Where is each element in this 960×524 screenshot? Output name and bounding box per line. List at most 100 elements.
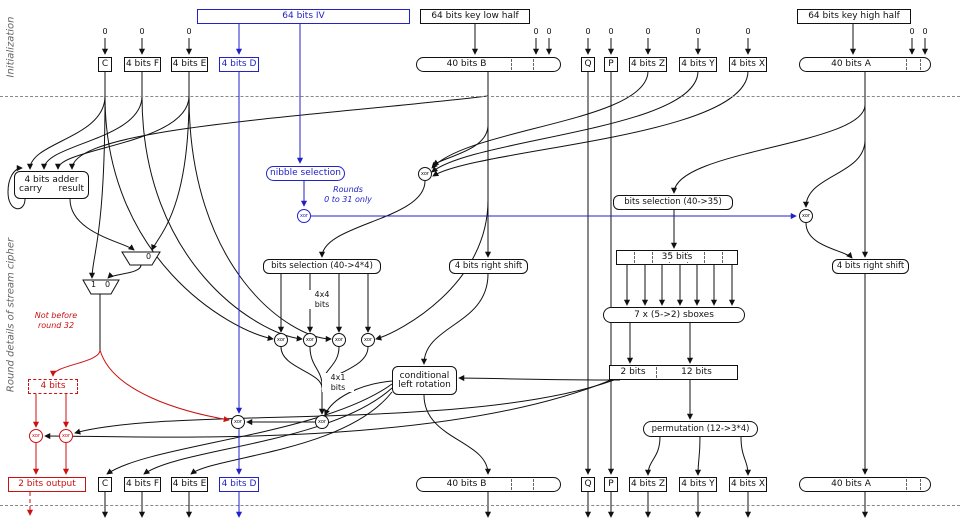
register-p-label: P — [608, 479, 614, 489]
xor-label: xor — [62, 432, 70, 439]
section-label-initialization: Initialization — [5, 16, 17, 78]
mux-trapezoid-1 — [121, 251, 161, 266]
register-y-label: 4 bits Y — [681, 479, 715, 489]
key-low-box: 64 bits key low half — [420, 9, 530, 24]
register-d-bottom: 4 bits D — [219, 477, 259, 492]
section-separator-top — [0, 96, 960, 97]
zero-const: 0 — [102, 27, 108, 36]
register-f-top: 4 bits F — [124, 57, 161, 72]
nibble-selection-label: nibble selection — [270, 168, 341, 178]
mux1-zero-label: 0 — [146, 252, 152, 261]
register-q-top: Q — [581, 57, 595, 72]
zero-const: 0 — [922, 27, 928, 36]
register-a-divider — [920, 479, 921, 490]
xor-label: xor — [335, 336, 343, 343]
zero-const: 0 — [608, 27, 614, 36]
bits-selection-4x4-box: bits selection (40->4*4) — [263, 259, 381, 274]
zero-const: 0 — [139, 27, 145, 36]
bits-35-divider — [652, 252, 653, 263]
zero-const: 0 — [186, 27, 192, 36]
register-f-bottom: 4 bits F — [124, 477, 161, 492]
register-y-label: 4 bits Y — [681, 59, 715, 69]
wires-red — [26, 349, 230, 516]
xor-nibble-3: xor — [332, 333, 346, 347]
register-b-divider — [533, 59, 534, 70]
rounds-note: Rounds 0 to 31 only — [318, 185, 378, 206]
key-low-label: 64 bits key low half — [431, 11, 519, 21]
register-p-top: P — [604, 57, 618, 72]
adder-carry-label: carry — [19, 184, 43, 194]
not-before-line2: round 32 — [37, 321, 75, 331]
xor-nibble-2: xor — [303, 333, 317, 347]
xor-a-feedback-node: xor — [799, 209, 813, 223]
xor-output-1: xor — [29, 429, 43, 443]
label-4x4-line1: 4x4 — [314, 290, 330, 299]
zero-const: 0 — [585, 27, 591, 36]
permutation-box: permutation (12->3*4) — [643, 421, 758, 437]
bits-35-divider — [704, 252, 705, 263]
not-before-note: Not before round 32 — [24, 311, 88, 332]
bits-selection-4x4-label: bits selection (40->4*4) — [271, 261, 373, 272]
register-p-bottom: P — [604, 477, 618, 492]
register-y-top: 4 bits Y — [679, 57, 717, 72]
register-b-top: 40 bits B — [416, 57, 561, 72]
four-bits-box: 4 bits — [28, 379, 78, 394]
register-a-divider — [906, 59, 907, 70]
register-b-divider — [511, 59, 512, 70]
bits-35-divider — [722, 252, 723, 263]
adder-result-label: result — [58, 184, 84, 194]
bits-selection-35-box: bits selection (40->35) — [613, 195, 733, 210]
output-label: 2 bits output — [18, 479, 76, 489]
register-a-bottom: 40 bits A — [799, 477, 931, 492]
conditional-rotation-line2: left rotation — [398, 379, 451, 390]
register-c-bottom: C — [98, 477, 112, 492]
register-z-bottom: 4 bits Z — [629, 477, 667, 492]
register-d-top: 4 bits D — [219, 57, 259, 72]
register-e-label: 4 bits E — [172, 59, 207, 69]
register-b-divider — [533, 479, 534, 490]
xor-d-node: xor — [231, 415, 245, 429]
right-shift-b-box: 4 bits right shift — [449, 259, 528, 274]
xor-label: xor — [32, 432, 40, 439]
four-bits-label: 4 bits — [40, 381, 66, 391]
bits-2-12-box: 2 bits 12 bits — [609, 365, 738, 380]
register-x-bottom: 4 bits X — [729, 477, 767, 492]
output-box: 2 bits output — [8, 477, 86, 492]
adder-box: 4 bits adder carry result — [14, 171, 89, 199]
xor-label: xor — [318, 418, 326, 425]
register-x-top: 4 bits X — [729, 57, 767, 72]
register-b-label: 40 bits B — [446, 59, 487, 69]
iv-label: 64 bits IV — [282, 11, 325, 21]
xor-b-feedback-node: xor — [418, 167, 432, 181]
register-p-label: P — [608, 59, 614, 69]
register-b-divider — [511, 479, 512, 490]
xor-label: xor — [306, 336, 314, 343]
xor-nibble-1: xor — [274, 333, 288, 347]
bits-35-label: 35 bits — [658, 253, 696, 262]
sboxes-box: 7 x (5->2) sboxes — [603, 307, 745, 323]
conditional-rotation-content: conditional left rotation — [393, 371, 456, 390]
register-b-bottom: 40 bits B — [416, 477, 561, 492]
xor-label: xor — [277, 336, 285, 343]
register-q-label: Q — [584, 59, 592, 69]
zero-const: 0 — [533, 27, 539, 36]
zero-const: 0 — [546, 27, 552, 36]
not-before-line1: Not before — [34, 311, 78, 320]
register-f-label: 4 bits F — [125, 479, 160, 489]
mux2-one-label: 1 — [91, 280, 97, 289]
register-a-divider — [920, 59, 921, 70]
key-high-box: 64 bits key high half — [797, 9, 911, 24]
register-b-label: 40 bits B — [446, 479, 487, 489]
register-d-label: 4 bits D — [221, 59, 257, 69]
register-a-label: 40 bits A — [831, 59, 871, 69]
register-y-bottom: 4 bits Y — [679, 477, 717, 492]
xor-merge-node: xor — [315, 415, 329, 429]
adder-title: 4 bits adder — [24, 175, 79, 185]
register-c-label: C — [101, 479, 109, 489]
register-a-top: 40 bits A — [799, 57, 931, 72]
nibble-selection-box: nibble selection — [266, 166, 345, 181]
adder-ports: carry result — [15, 185, 88, 194]
bits-35-divider — [634, 252, 635, 263]
register-a-label: 40 bits A — [831, 479, 871, 489]
